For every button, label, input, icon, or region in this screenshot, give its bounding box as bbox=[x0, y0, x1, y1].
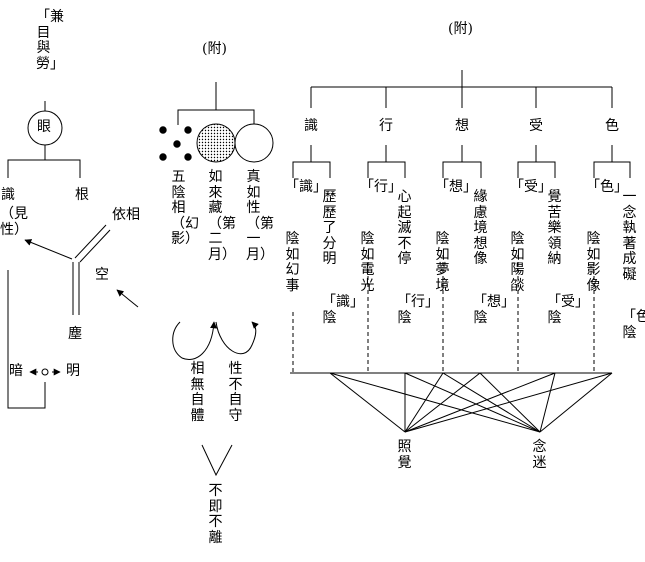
perception-desc: 陰如夢境 bbox=[435, 231, 450, 294]
five-skandhas-label: 五陰相（幻影） bbox=[171, 169, 199, 247]
right-structure bbox=[290, 70, 631, 433]
feeling-desc2: 覺苦樂領納 bbox=[547, 189, 562, 267]
seeing-nature-label: （見性） bbox=[0, 206, 28, 238]
skandha-name-consciousness: 識 bbox=[304, 118, 318, 134]
true-nature-circle bbox=[234, 123, 274, 163]
enlighten-label: 照覺 bbox=[397, 439, 412, 471]
feeling-sub: 「受」 bbox=[510, 179, 552, 195]
consciousness-desc: 陰如幻事 bbox=[285, 231, 300, 294]
tathagatagarbha-label: 如來藏（第二月） bbox=[208, 169, 236, 263]
consciousness-tail: 「識」陰 bbox=[322, 294, 364, 326]
consciousness-label: 識 bbox=[1, 187, 15, 203]
emptiness-label: 空 bbox=[95, 267, 109, 283]
nature-not-self-label: 性不自守 bbox=[228, 361, 243, 424]
dependent-label: 依相 bbox=[112, 207, 140, 223]
form-sub: 「色」 bbox=[586, 179, 628, 195]
formation-desc2: 心起滅不停 bbox=[397, 189, 412, 267]
right-header: (附) bbox=[448, 21, 473, 37]
dark-bright-node bbox=[41, 368, 49, 376]
formation-desc: 陰如電光 bbox=[360, 231, 375, 294]
left-structure bbox=[7, 101, 139, 409]
perception-tail: 「想」陰 bbox=[473, 294, 515, 326]
neither-same-nor-separate-label: 不即不離 bbox=[208, 483, 223, 546]
arrow-to-seeing bbox=[24, 239, 73, 260]
skandha-name-formation: 行 bbox=[379, 118, 393, 134]
tathagatagarbha-circle bbox=[196, 123, 236, 163]
consciousness-desc2: 歷歷了分明 bbox=[322, 189, 337, 267]
crossing-lines bbox=[329, 372, 613, 433]
skandha-name-feeling: 受 bbox=[529, 118, 543, 134]
middle-header: (附) bbox=[202, 41, 227, 57]
eye-label: 眼 bbox=[37, 119, 51, 135]
dust-label: 塵 bbox=[68, 326, 82, 342]
form-desc: 陰如影像 bbox=[586, 231, 601, 294]
formation-sub: 「行」 bbox=[360, 179, 402, 195]
formation-tail: 「行」陰 bbox=[397, 294, 439, 326]
root-label: 根 bbox=[75, 187, 89, 203]
dark-label: 暗 bbox=[9, 363, 23, 379]
perception-desc2: 緣慮境想像 bbox=[473, 189, 488, 267]
y-left-arm bbox=[74, 224, 107, 259]
feeling-desc: 陰如陽燄 bbox=[510, 231, 525, 294]
skandha-name-form: 色 bbox=[605, 118, 619, 134]
arrow-to-emptiness bbox=[116, 289, 139, 308]
form-no-self-label: 相無自體 bbox=[190, 361, 205, 424]
form-desc2: 一念執著成礙 bbox=[622, 189, 637, 283]
perception-sub: 「想」 bbox=[435, 179, 477, 195]
form-tail: 「色」陰 bbox=[622, 309, 645, 341]
skandha-name-perception: 想 bbox=[455, 118, 469, 134]
middle-structure bbox=[159, 82, 274, 477]
consciousness-sub: 「識」 bbox=[285, 179, 327, 195]
top-label: 「兼目與勞」 bbox=[36, 9, 64, 72]
true-nature-label: 真如性（第一月） bbox=[246, 169, 274, 263]
feeling-tail: 「受」陰 bbox=[547, 294, 589, 326]
bright-label: 明 bbox=[66, 363, 80, 379]
delusion-label: 念迷 bbox=[532, 439, 547, 471]
